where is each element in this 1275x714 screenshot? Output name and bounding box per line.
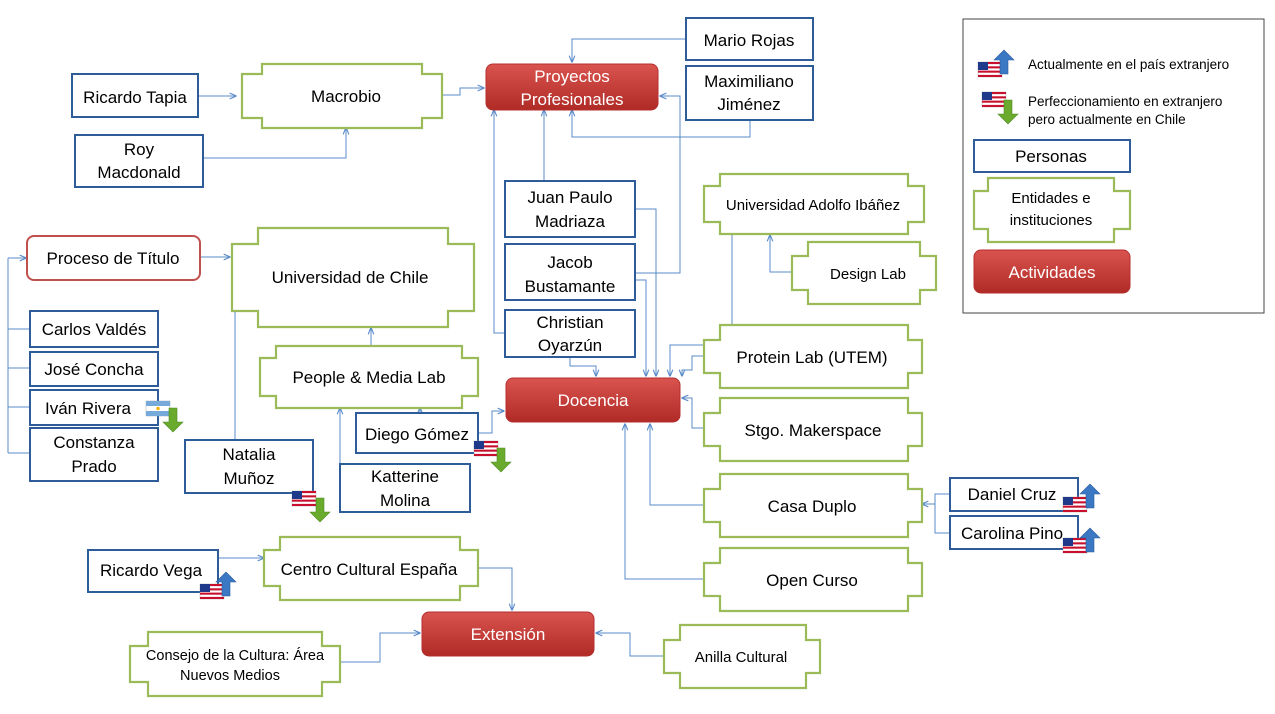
svg-text:Ricardo Tapia: Ricardo Tapia xyxy=(83,88,187,107)
us-flag-icon xyxy=(291,490,317,507)
legend-entidades: Entidades e instituciones xyxy=(972,176,1132,244)
legend-us-flag-icon xyxy=(981,91,1007,108)
svg-text:Diego Gómez: Diego Gómez xyxy=(365,425,469,444)
svg-text:Design Lab: Design Lab xyxy=(830,266,906,283)
node-anilla-cultural: Anilla Cultural xyxy=(662,623,822,690)
node-jose-concha: José Concha xyxy=(29,351,159,387)
node-katterine-molina: Katterine Molina xyxy=(339,463,471,513)
svg-text:Universidad Adolfo Ibáñez: Universidad Adolfo Ibáñez xyxy=(726,197,900,214)
node-people-media-lab: People & Media Lab xyxy=(258,344,480,410)
svg-text:Carlos Valdés: Carlos Valdés xyxy=(42,320,147,339)
svg-text:Juan Paulo: Juan Paulo xyxy=(527,188,612,207)
svg-text:Consejo de la Cultura: Área: Consejo de la Cultura: Área xyxy=(146,647,325,664)
svg-text:Anilla Cultural: Anilla Cultural xyxy=(695,649,788,666)
us-flag-icon xyxy=(199,583,225,600)
svg-text:Constanza: Constanza xyxy=(53,433,135,452)
node-roy-macdonald: Roy Macdonald xyxy=(74,134,204,188)
svg-text:Proceso de Título: Proceso de Título xyxy=(47,249,180,268)
us-flag-icon xyxy=(1062,496,1088,513)
node-docencia: Docencia xyxy=(505,377,681,423)
svg-text:Roy: Roy xyxy=(124,140,155,159)
svg-text:Protein Lab (UTEM): Protein Lab (UTEM) xyxy=(736,348,887,367)
node-juan-paulo-madriaza: Juan Paulo Madriaza xyxy=(504,180,636,238)
legend-abroad-label: Actualmente en el país extranjero xyxy=(1028,57,1229,72)
connectors xyxy=(7,38,950,663)
svg-text:Daniel Cruz: Daniel Cruz xyxy=(968,485,1057,504)
node-stgo-makerspace: Stgo. Makerspace xyxy=(702,396,924,463)
node-carlos-valdes: Carlos Valdés xyxy=(29,310,159,348)
svg-text:Prado: Prado xyxy=(71,457,116,476)
node-universidad-de-chile: Universidad de Chile xyxy=(230,226,476,329)
node-universidad-adolfo-ibanez: Universidad Adolfo Ibáñez xyxy=(702,172,926,236)
node-christian-oyarzun: Christian Oyarzún xyxy=(504,309,636,358)
svg-text:Madriaza: Madriaza xyxy=(535,212,605,231)
node-maximiliano-jimenez: Maximiliano Jiménez xyxy=(685,65,814,121)
svg-text:Bustamante: Bustamante xyxy=(525,277,616,296)
svg-text:instituciones: instituciones xyxy=(1010,212,1093,229)
svg-text:Jiménez: Jiménez xyxy=(717,95,780,114)
node-casa-duplo: Casa Duplo xyxy=(702,472,924,539)
node-natalia-munoz: Natalia Muñoz xyxy=(184,439,314,494)
svg-text:Christian: Christian xyxy=(536,313,603,332)
svg-text:Personas: Personas xyxy=(1015,147,1087,166)
us-flag-icon xyxy=(1062,537,1088,554)
svg-text:Actividades: Actividades xyxy=(1009,263,1096,282)
node-extension: Extensión xyxy=(421,611,595,657)
svg-text:Natalia: Natalia xyxy=(223,445,276,464)
node-daniel-cruz: Daniel Cruz xyxy=(949,477,1079,512)
legend-returned-label: pero actualmente en Chile xyxy=(1028,112,1186,127)
svg-text:People & Media Lab: People & Media Lab xyxy=(292,368,445,387)
svg-text:Proyectos: Proyectos xyxy=(534,67,610,86)
svg-text:Katterine: Katterine xyxy=(371,467,439,486)
svg-text:Centro Cultural España: Centro Cultural España xyxy=(281,560,458,579)
node-diego-gomez: Diego Gómez xyxy=(355,412,479,454)
svg-text:Carolina Pino: Carolina Pino xyxy=(961,524,1063,543)
node-proyectos-profesionales: Proyectos Profesionales xyxy=(485,63,659,111)
legend-personas: Personas xyxy=(973,139,1131,173)
node-consejo-cultura: Consejo de la Cultura: Área Nuevos Medio… xyxy=(128,630,342,698)
node-ricardo-tapia: Ricardo Tapia xyxy=(71,73,199,118)
node-open-curso: Open Curso xyxy=(702,546,924,613)
svg-text:Muñoz: Muñoz xyxy=(223,469,274,488)
node-ivan-rivera: Iván Rivera xyxy=(29,389,159,426)
node-ricardo-vega: Ricardo Vega xyxy=(87,549,219,593)
node-carolina-pino: Carolina Pino xyxy=(949,515,1079,550)
svg-text:Macdonald: Macdonald xyxy=(97,163,180,182)
node-mario-rojas: Mario Rojas xyxy=(685,17,814,61)
svg-text:Universidad de Chile: Universidad de Chile xyxy=(272,268,429,287)
svg-text:Casa Duplo: Casa Duplo xyxy=(768,497,857,516)
node-constanza-prado: Constanza Prado xyxy=(29,427,159,482)
svg-text:Docencia: Docencia xyxy=(558,391,629,410)
us-flag-icon xyxy=(473,440,499,457)
svg-text:Jacob: Jacob xyxy=(547,253,592,272)
svg-text:Open Curso: Open Curso xyxy=(766,571,858,590)
svg-text:Nuevos Medios: Nuevos Medios xyxy=(180,668,280,684)
svg-text:Extensión: Extensión xyxy=(471,625,546,644)
node-protein-lab: Protein Lab (UTEM) xyxy=(702,323,924,390)
svg-text:Macrobio: Macrobio xyxy=(311,87,381,106)
svg-text:Ricardo Vega: Ricardo Vega xyxy=(100,561,203,580)
node-macrobio: Macrobio xyxy=(240,62,444,130)
legend-us-flag-icon xyxy=(977,61,1003,78)
svg-text:Entidades e: Entidades e xyxy=(1011,190,1090,207)
node-design-lab: Design Lab xyxy=(790,240,938,306)
legend-actividades: Actividades xyxy=(973,249,1131,294)
svg-text:Maximiliano: Maximiliano xyxy=(704,72,794,91)
svg-text:Profesionales: Profesionales xyxy=(520,90,623,109)
svg-text:Molina: Molina xyxy=(380,491,431,510)
node-centro-cultural-espana: Centro Cultural España xyxy=(262,535,480,602)
legend-returned-label: Perfeccionamiento en extranjero xyxy=(1028,94,1222,109)
svg-text:Oyarzún: Oyarzún xyxy=(538,336,602,355)
argentina-flag-icon xyxy=(145,400,171,417)
svg-text:Stgo. Makerspace: Stgo. Makerspace xyxy=(744,421,881,440)
svg-text:José Concha: José Concha xyxy=(44,360,144,379)
node-jacob-bustamante: Jacob Bustamante xyxy=(504,243,636,301)
node-proceso-de-titulo: Proceso de Título xyxy=(26,235,201,281)
svg-text:Iván Rivera: Iván Rivera xyxy=(45,399,132,418)
svg-text:Mario Rojas: Mario Rojas xyxy=(704,31,795,50)
